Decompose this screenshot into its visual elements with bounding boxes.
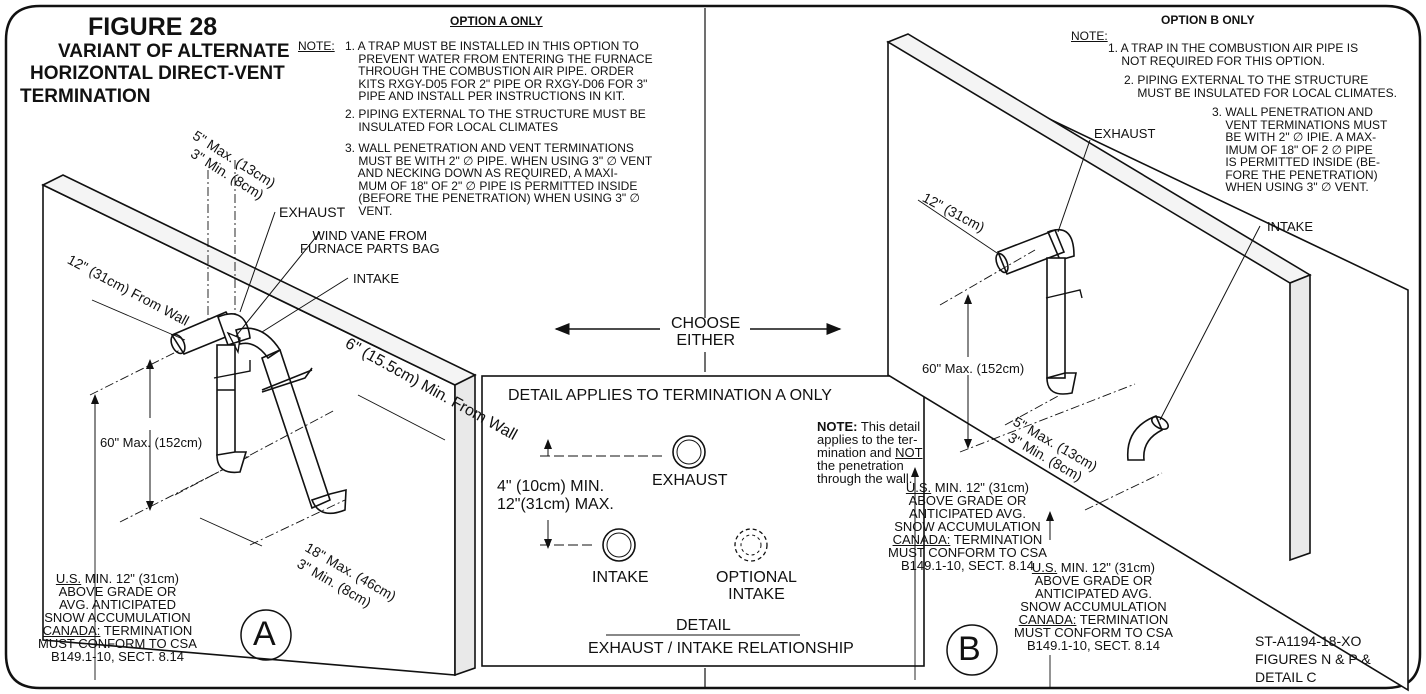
detail-footer-subtitle: EXHAUST / INTAKE RELATIONSHIP (588, 640, 854, 657)
detail-exhaust-circle (672, 435, 706, 469)
wall-a (41, 174, 477, 677)
bracket-a (213, 360, 251, 379)
b-grade1-canada-text: TERMINATION MUST CONFORM TO CSA B149.1-1… (888, 532, 1047, 573)
option-b-note-1: 1. A TRAP IN THE COMBUSTION AIR PIPE IS … (1108, 41, 1359, 68)
detail-footer-title: DETAIL (676, 617, 731, 634)
b-grade1-text: MIN. 12" (31cm) ABOVE GRADE OR ANTICIPAT… (894, 480, 1041, 534)
detail-intake-circle (602, 528, 636, 562)
option-a-note-label: NOTE: (298, 39, 335, 53)
option-a-note-3: 3. WALL PENETRATION AND VENT TERMINATION… (345, 141, 653, 218)
figure-subtitle-2: HORIZONTAL DIRECT-VENT (30, 63, 285, 84)
detail-note-label: NOTE: (817, 419, 858, 434)
b-grade1-us-label: U.S. (905, 480, 932, 495)
figure-subtitle-1: VARIANT OF ALTERNATE (58, 41, 290, 62)
detail-note: NOTE: This detail applies to the ter- mi… (817, 420, 923, 485)
badge-b-circle (946, 624, 998, 676)
a-canada-text: TERMINATION MUST CONFORM TO CSA B149.1-1… (38, 623, 197, 664)
option-a-heading: OPTION A ONLY (450, 14, 543, 28)
option-a-note-1: 1. A TRAP MUST BE INSTALLED IN THIS OPTI… (345, 39, 653, 103)
detail-note-tail: the penetration through the wall. (817, 458, 913, 486)
b-grade2-canada-text: TERMINATION MUST CONFORM TO CSA B149.1-1… (1014, 612, 1173, 653)
figure-title: FIGURE 28 (88, 13, 218, 41)
intake-pipe-a (235, 327, 347, 515)
b-exhaust-label: EXHAUST (1094, 126, 1156, 141)
a-exhaust-label: EXHAUST (279, 204, 346, 220)
detail-note-not: NOT (895, 445, 923, 460)
detail-optional-intake-circle (734, 528, 768, 562)
b-grade2-text: MIN. 12" (31cm) ABOVE GRADE OR ANTICIPAT… (1020, 560, 1167, 614)
a-wind-vane-label: WIND VANE FROM FURNACE PARTS BAG (300, 228, 440, 256)
detail-heading: DETAIL APPLIES TO TERMINATION A ONLY (508, 387, 832, 404)
wall-b (886, 33, 1409, 692)
a-canada-label: CANADA: (42, 623, 101, 638)
detail-dim-min: 4" (10cm) MIN. (497, 478, 605, 495)
detail-box (481, 375, 925, 667)
figure-subtitle-3: TERMINATION (20, 86, 151, 107)
b-intake-label: INTAKE (1267, 219, 1313, 234)
exhaust-pipe-b (995, 228, 1077, 395)
option-b-note-3: 3. WALL PENETRATION AND VENT TERMINATION… (1212, 105, 1388, 194)
option-b-note-label: NOTE: (1071, 29, 1108, 43)
detail-dim-max: 12"(31cm) MAX. (497, 496, 614, 513)
b-dim-vertical: 60" Max. (152cm) (922, 361, 1025, 376)
b-grade-note-2: U.S. MIN. 12" (31cm) ABOVE GRADE OR ANTI… (1014, 561, 1173, 652)
b-grade1-canada-label: CANADA: (892, 532, 951, 547)
exhaust-pipe-a (170, 310, 251, 474)
a-grade-text: MIN. 12" (31cm) ABOVE GRADE OR AVG. ANTI… (44, 571, 191, 625)
badge-a-circle (240, 609, 292, 661)
option-b-note-2: 2. PIPING EXTERNAL TO THE STRUCTURE MUST… (1124, 73, 1397, 100)
detail-intake-label: INTAKE (592, 569, 649, 586)
a-grade-note: U.S. MIN. 12" (31cm) ABOVE GRADE OR AVG.… (38, 572, 197, 663)
b-grade2-canada-label: CANADA: (1018, 612, 1077, 627)
option-b-heading: OPTION B ONLY (1161, 13, 1255, 27)
detail-exhaust-label: EXHAUST (652, 472, 728, 489)
b-grade-note-1: U.S. MIN. 12" (31cm) ABOVE GRADE OR ANTI… (888, 481, 1047, 572)
outer-frame (4, 4, 1422, 690)
intake-pipe-b (1126, 414, 1169, 461)
badge-b: B (958, 630, 981, 668)
b-grade2-us-label: U.S. (1031, 560, 1058, 575)
a-grade-us-label: U.S. (55, 571, 82, 586)
badge-a: A (253, 615, 276, 653)
choose-either-label: CHOOSE EITHER (671, 315, 741, 349)
a-intake-label: INTAKE (353, 271, 399, 286)
a-dim-vertical: 60" Max. (152cm) (100, 435, 203, 450)
detail-note-text: This detail applies to the ter- mination… (817, 419, 921, 460)
reference-code: ST-A1194-18-XO FIGURES N & P & DETAIL C (1255, 633, 1371, 685)
option-a-note-2: 2. PIPING EXTERNAL TO THE STRUCTURE MUST… (345, 107, 646, 134)
detail-optional-intake-label: OPTIONAL INTAKE (716, 569, 797, 603)
